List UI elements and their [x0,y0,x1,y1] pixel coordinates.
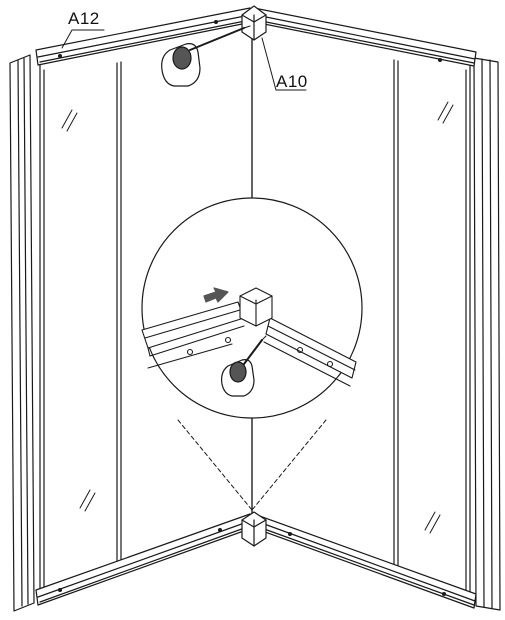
screwdriver-icon [161,25,251,87]
rail-fasteners [58,20,446,596]
top-corner-connector [241,5,267,41]
callout-leaders [61,29,307,91]
bottom-rail-left [35,513,253,606]
screwdriver-icon [221,335,267,397]
detail-magnifier [141,197,363,419]
callout-label-a10: A10 [276,72,308,91]
top-rail-right [253,7,477,67]
left-wall-profile [9,54,35,612]
push-arrow-icon [203,287,229,303]
bottom-corner-connector [241,511,267,547]
callout-label-a12: A12 [68,9,100,28]
glass-reflection-icon [61,101,454,534]
zoom-cone [177,419,327,511]
right-wall-profile [473,57,501,611]
